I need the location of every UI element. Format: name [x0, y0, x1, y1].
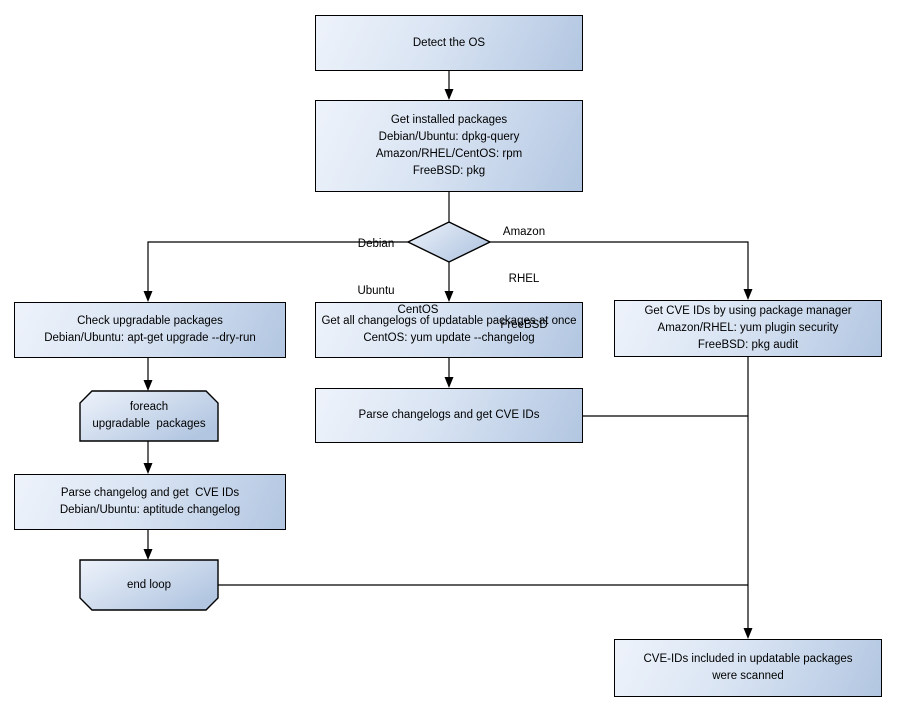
node-line: CentOS: yum update --changelog [363, 332, 535, 344]
node-detect-os: Detect the OS [315, 15, 583, 71]
node-get-all-changelogs: Get all changelogs of updatable packages… [315, 302, 583, 358]
node-end-loop: end loop [80, 560, 218, 610]
edge-foreach-to-parse [143, 441, 153, 474]
node-line: end loop [126, 578, 172, 591]
foreach-shape [79, 390, 219, 442]
node-line: upgradable packages [92, 418, 206, 430]
node-line: Detect the OS [412, 36, 486, 49]
node-line: foreach [129, 401, 169, 413]
node-line: Parse changelog and get CVE IDs [60, 487, 240, 499]
edge-decision-to-get-cve [490, 241, 753, 300]
node-line: Amazon/RHEL: yum plugin security [657, 322, 839, 334]
node-check-upgradable: Check upgradable packages Debian/Ubuntu:… [14, 302, 286, 358]
node-line: Parse changelogs and get CVE IDs [358, 409, 540, 421]
node-line: were scanned [712, 670, 784, 682]
node-line: FreeBSD: pkg [412, 165, 486, 177]
node-line: Amazon/RHEL/CentOS: rpm [375, 148, 523, 160]
node-scanned-result: CVE-IDs included in updatable packages w… [614, 639, 882, 697]
edge-changelogs-to-parse-mid [444, 358, 454, 388]
node-get-cve-ids-pkg-mgr: Get CVE IDs by using package manager Ama… [614, 300, 882, 357]
end-loop-shape [79, 559, 219, 611]
node-line: Debian/Ubuntu: apt-get upgrade --dry-run [44, 332, 256, 344]
node-foreach-loop: foreach upgradable packages [80, 391, 218, 441]
node-line: Get installed packages [390, 114, 508, 126]
node-line: Debian/Ubuntu: dpkg-query [378, 131, 520, 143]
node-parse-changelog-left: Parse changelog and get CVE IDs Debian/U… [14, 474, 286, 530]
edge-decision-to-check-upgradable [143, 241, 408, 302]
edge-label-centos: CentOS [397, 304, 439, 316]
edge-detect-to-installed [444, 71, 454, 100]
node-parse-changelogs-mid: Parse changelogs and get CVE IDs [315, 388, 583, 443]
node-line: Debian/Ubuntu: aptitude changelog [59, 504, 241, 516]
edge-check-to-foreach [143, 358, 153, 391]
edge-parse-to-endloop [143, 530, 153, 560]
node-line: FreeBSD: pkg audit [697, 339, 799, 351]
node-line: CVE-IDs included in updatable packages [643, 653, 853, 665]
decision-diamond [406, 221, 492, 263]
edge-decision-to-changelogs [444, 262, 454, 302]
edge-merge-to-scanned [743, 357, 753, 639]
node-get-installed-packages: Get installed packages Debian/Ubuntu: dp… [315, 100, 583, 192]
node-line: Check upgradable packages [77, 315, 223, 327]
node-line: Get all changelogs of updatable packages… [321, 315, 577, 327]
edge-label-amazon-rhel-freebsd: Amazon RHEL FreeBSD [500, 226, 548, 331]
node-line: Get CVE IDs by using package manager [644, 305, 852, 317]
edge-label-debian-ubuntu: Debian Ubuntu [357, 238, 395, 297]
